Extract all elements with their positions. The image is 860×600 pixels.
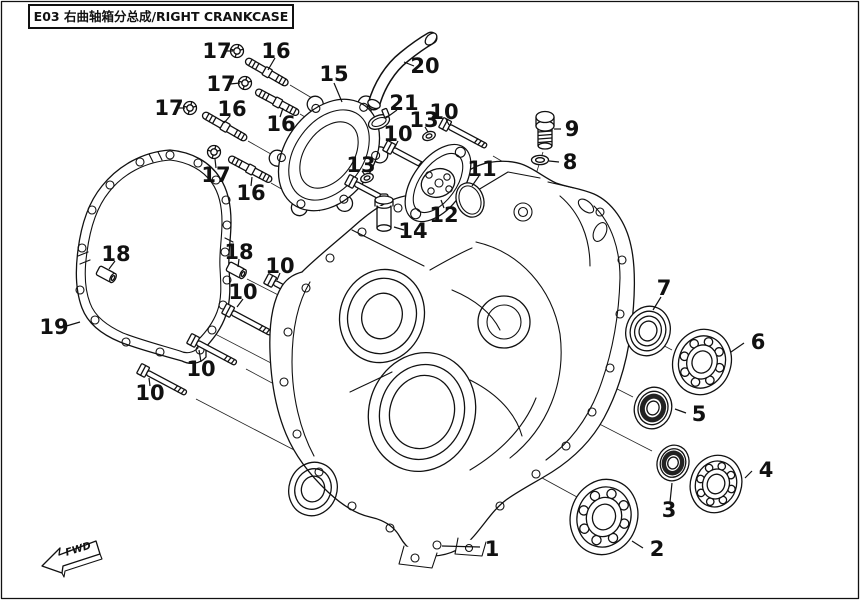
- callout-16-a: 16: [261, 39, 290, 63]
- o-ring-11: [455, 182, 485, 218]
- callout-7: 7: [657, 276, 672, 300]
- nut-17-4: [206, 144, 222, 160]
- callout-13-a: 13: [409, 108, 438, 132]
- bearing-4: [689, 454, 743, 514]
- crankcase-body-1: [269, 160, 636, 569]
- callout-10-d: 10: [228, 280, 257, 304]
- nut-17-2: [237, 75, 253, 91]
- callout-labels: 1 2 3 4 5 6 7 8 9 10 10 10 10 10 10 11 1…: [39, 39, 773, 561]
- bolt-10-7: [136, 363, 188, 396]
- callout-15: 15: [319, 62, 348, 86]
- callout-10-e: 10: [186, 357, 215, 381]
- bearing-5: [633, 386, 673, 430]
- bolt-10-6: [186, 333, 238, 366]
- drain-plug-9: [535, 110, 555, 150]
- callout-1: 1: [485, 537, 500, 561]
- dowel-pin-18-a: [95, 265, 117, 284]
- callout-10-a: 10: [429, 100, 458, 124]
- callout-17-b: 17: [206, 72, 235, 96]
- callout-10-b: 10: [383, 122, 412, 146]
- callout-19: 19: [39, 315, 68, 339]
- callout-20: 20: [410, 54, 439, 78]
- callout-16-c: 16: [217, 97, 246, 121]
- callout-12: 12: [429, 203, 458, 227]
- gasket-19: [75, 149, 234, 364]
- sealing-washer-8: [530, 154, 550, 166]
- callout-17-c: 17: [154, 96, 183, 120]
- callout-16-d: 16: [236, 181, 265, 205]
- callout-13-b: 13: [346, 153, 375, 177]
- callout-8: 8: [563, 150, 578, 174]
- stud-16-1: [244, 57, 289, 87]
- bearing-3: [656, 444, 690, 482]
- stud-16-3: [201, 111, 248, 142]
- stud-16-4: [227, 155, 273, 184]
- bolt-10-5: [221, 303, 273, 336]
- bearing-6: [671, 328, 733, 396]
- diagram-title: E03 右曲轴箱分总成/RIGHT CRANKCASE: [28, 4, 294, 29]
- fwd-arrow: FWD: [41, 540, 103, 578]
- nut-17-1: [229, 43, 245, 59]
- callout-4: 4: [759, 458, 774, 482]
- callout-21: 21: [389, 91, 418, 115]
- callout-10-c: 10: [265, 254, 294, 278]
- stud-16-2: [254, 88, 300, 117]
- callout-16-b: 16: [266, 112, 295, 136]
- callout-6: 6: [751, 330, 766, 354]
- callout-18-b: 18: [224, 240, 253, 264]
- callout-17-a: 17: [202, 39, 231, 63]
- callout-5: 5: [692, 402, 707, 426]
- callout-18-a: 18: [101, 242, 130, 266]
- hose-clamp-21: [367, 107, 391, 130]
- oil-seal-7: [625, 305, 671, 357]
- oil-pipe-14: [374, 193, 394, 232]
- bearing-2: [569, 478, 639, 556]
- callout-10-f: 10: [135, 381, 164, 405]
- callout-2: 2: [650, 537, 665, 561]
- callout-17-d: 17: [201, 163, 230, 187]
- washer-13-b: [360, 172, 374, 184]
- breather-tube-20: [367, 31, 438, 111]
- nut-17-3: [182, 100, 198, 116]
- callout-3: 3: [662, 498, 677, 522]
- flange-cover-12: [404, 143, 472, 223]
- callout-11: 11: [467, 157, 496, 181]
- callout-leader-lines: [62, 50, 753, 549]
- callout-14: 14: [398, 219, 427, 243]
- callout-9: 9: [565, 117, 580, 141]
